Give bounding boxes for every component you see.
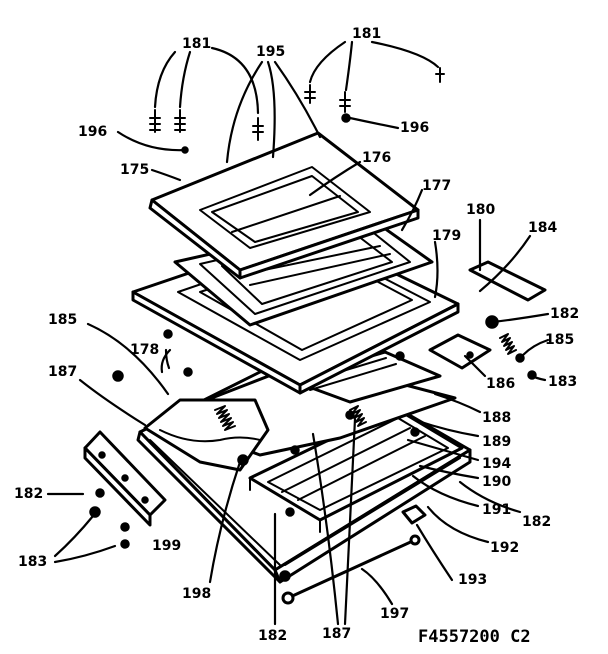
callout-187-bottom: 187 (322, 626, 351, 642)
callout-196-right: 196 (400, 120, 429, 136)
callout-175: 175 (120, 162, 149, 178)
callout-186: 186 (486, 376, 515, 392)
leader-lines (46, 40, 550, 626)
callout-184: 184 (528, 220, 557, 236)
vent-pan (248, 406, 464, 533)
callout-181-right: 181 (352, 26, 381, 42)
callout-183-right: 183 (548, 374, 577, 390)
callout-178: 178 (130, 342, 159, 358)
right-hinge-parts (428, 260, 547, 380)
figure-id: F4557200 C2 (418, 627, 531, 647)
callout-187-left: 187 (48, 364, 77, 380)
callout-182-left: 182 (14, 486, 43, 502)
callout-193: 193 (458, 572, 487, 588)
spring-center (349, 405, 367, 427)
callout-labels: 181 195 181 196 196 175 176 177 180 184 … (14, 26, 579, 647)
spring-left (214, 405, 236, 431)
callout-198: 198 (182, 586, 211, 602)
callout-177: 177 (422, 178, 451, 194)
callout-180: 180 (466, 202, 495, 218)
callout-191: 191 (482, 502, 511, 518)
callout-179: 179 (432, 228, 461, 244)
nut (401, 504, 427, 525)
callout-181-left: 181 (182, 36, 211, 52)
callout-176: 176 (362, 150, 391, 166)
left-hinge-bracket (83, 430, 167, 527)
left-insulation-flap (143, 398, 270, 472)
rod (281, 534, 421, 605)
callout-196-left: 196 (78, 124, 107, 140)
spring-right (499, 333, 517, 355)
callout-185-right: 185 (545, 332, 574, 348)
callout-182-bottom: 182 (258, 628, 287, 644)
screws (149, 67, 445, 154)
callout-182-right-bottom: 182 (522, 514, 551, 530)
callout-189: 189 (482, 434, 511, 450)
callout-195: 195 (256, 44, 285, 60)
callout-185-left: 185 (48, 312, 77, 328)
callout-199: 199 (152, 538, 181, 554)
callout-188: 188 (482, 410, 511, 426)
callout-182-right-top: 182 (550, 306, 579, 322)
callout-192: 192 (490, 540, 519, 556)
callout-183-left: 183 (18, 554, 47, 570)
callout-190: 190 (482, 474, 511, 490)
callout-197: 197 (380, 606, 409, 622)
callout-194: 194 (482, 456, 511, 472)
small-fasteners (89, 329, 420, 582)
